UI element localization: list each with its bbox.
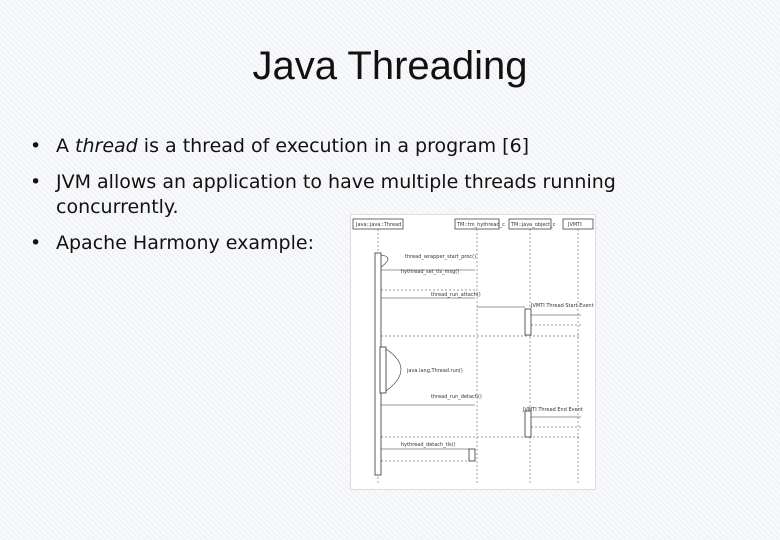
bullet-text: Apache Harmony example: [56, 232, 314, 254]
bullet-glyph: • [30, 171, 42, 193]
participant-label: Java::java::Thread [355, 222, 401, 228]
bullet-item: • A thread is a thread of execution in a … [30, 134, 529, 159]
bullet-item: • JVM allows an application to have multi… [30, 170, 686, 220]
message-label: hythread_detach_tls() [401, 442, 456, 448]
message-label: hythread_set_tls_msg() [401, 269, 459, 275]
bullet-prefix: A [56, 135, 76, 157]
sequence-diagram: Java::java::Thread TM::tm_hythread_c TM:… [350, 214, 596, 490]
activation-bar [524, 410, 532, 438]
message-label: thread_wrapper_start_proc() [405, 254, 476, 260]
participant-label: TM::java_object_c [510, 222, 556, 228]
bullet-item: • Apache Harmony example: [30, 231, 314, 256]
participant-label: JVMTI [567, 222, 582, 228]
bullet-text: JVM allows an application to have multip… [56, 171, 616, 218]
bullet-glyph: • [30, 135, 42, 157]
sequence-diagram-svg: Java::java::Thread TM::tm_hythread_c TM:… [352, 218, 594, 485]
activation-bar [468, 448, 476, 462]
message-label: java.lang.Thread.run() [406, 368, 463, 374]
participant-label: TM::tm_hythread_c [456, 222, 505, 228]
slide-title: Java Threading [252, 44, 528, 88]
message-label: JVMTI Thread Start Event [530, 303, 594, 309]
bullet-glyph: • [30, 232, 42, 254]
self-call-arrow [385, 348, 402, 392]
activation-bar [379, 346, 387, 394]
activation-bar [524, 308, 532, 336]
bullet-suffix: is a thread of execution in a program [6… [137, 135, 530, 157]
bullet-emphasis: thread [75, 135, 138, 157]
message-label: JVMTI Thread End Event [522, 407, 583, 413]
message-label: thread_run_attach() [431, 292, 481, 298]
self-call-arrow [380, 254, 389, 268]
message-label: thread_run_detach() [431, 394, 482, 400]
